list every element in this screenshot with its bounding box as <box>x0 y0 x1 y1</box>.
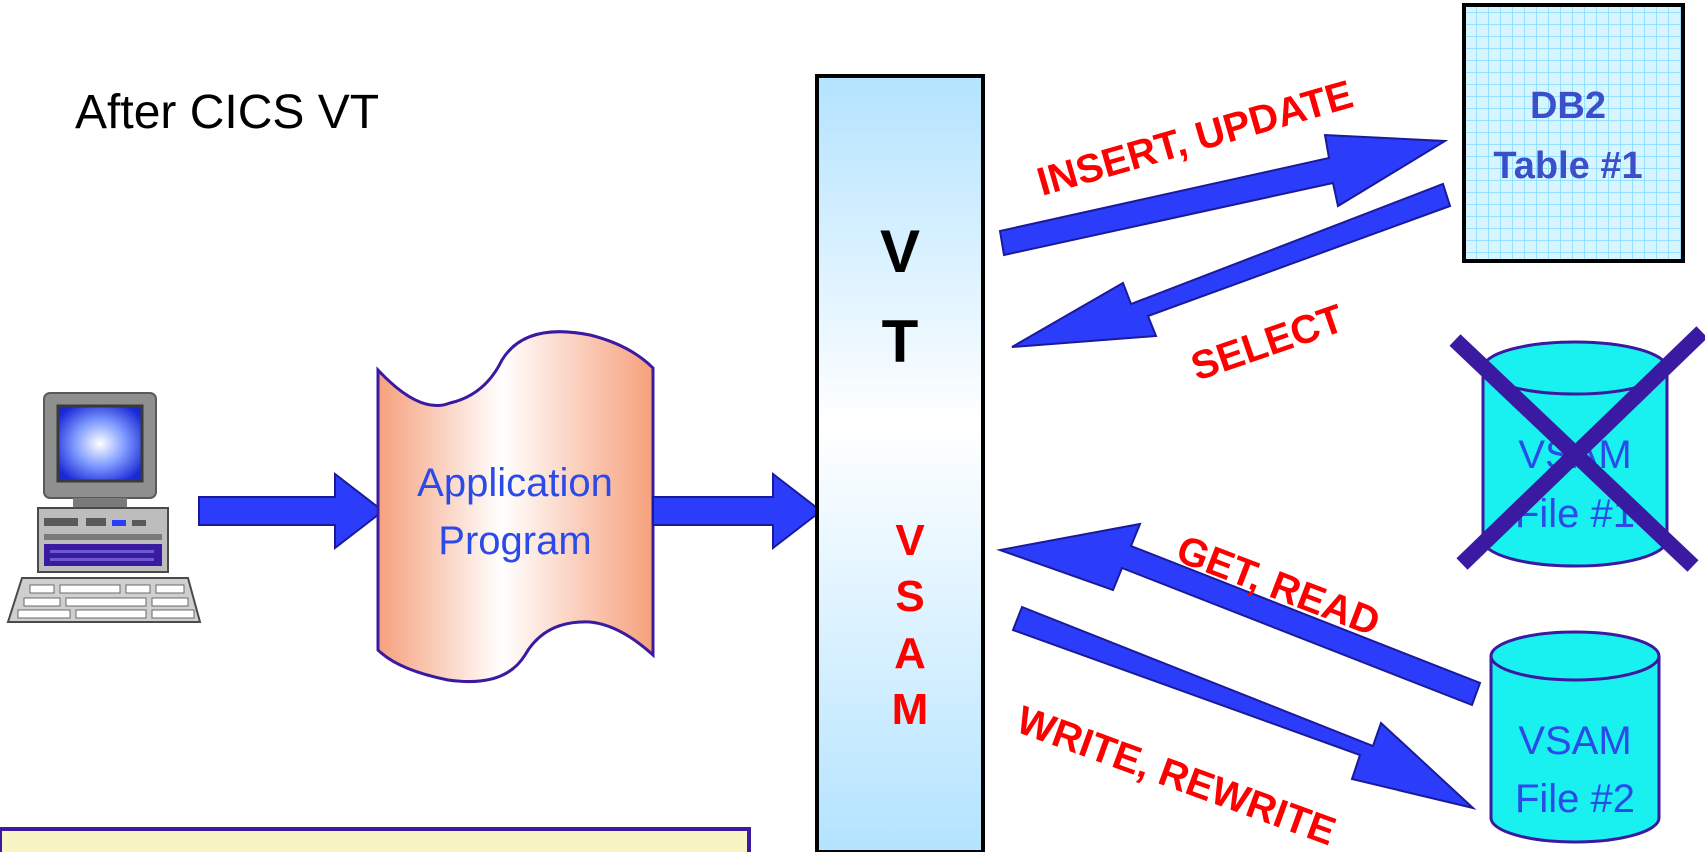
vsam-file-2-cylinder <box>1489 630 1661 844</box>
diagram-title: After CICS VT <box>75 86 379 139</box>
application-program-shape <box>376 330 655 684</box>
db2-label-line1: DB2 <box>1530 85 1606 127</box>
note-box <box>0 827 751 852</box>
db2-table <box>1462 3 1685 263</box>
vsam-file-2-line2: File #2 <box>1515 777 1635 821</box>
arrow-get-read <box>996 522 1482 707</box>
arrow-select <box>1011 182 1452 348</box>
vt-letter-v: V <box>880 218 920 285</box>
vsam-letter-v: V <box>895 516 925 565</box>
arrow-computer-to-app <box>198 471 385 551</box>
label-select: SELECT <box>1186 297 1350 390</box>
application-label-line2: Program <box>438 519 591 563</box>
vsam-letter-a: A <box>894 629 926 678</box>
vsam-file-2-line1: VSAM <box>1518 719 1631 763</box>
vt-letter-t: T <box>882 308 919 375</box>
vsam-letter-s: S <box>895 572 924 621</box>
cross-out-mark <box>1449 326 1705 572</box>
vsam-letter-m: M <box>892 685 929 734</box>
db2-label-line2: Table #1 <box>1493 145 1642 187</box>
arrow-app-to-vt <box>652 471 823 551</box>
vt-box <box>815 74 985 852</box>
application-label-line1: Application <box>417 461 613 505</box>
arrow-write-rewrite <box>1011 605 1477 810</box>
arrow-insert-update <box>998 133 1449 257</box>
computer-icon <box>6 392 202 623</box>
